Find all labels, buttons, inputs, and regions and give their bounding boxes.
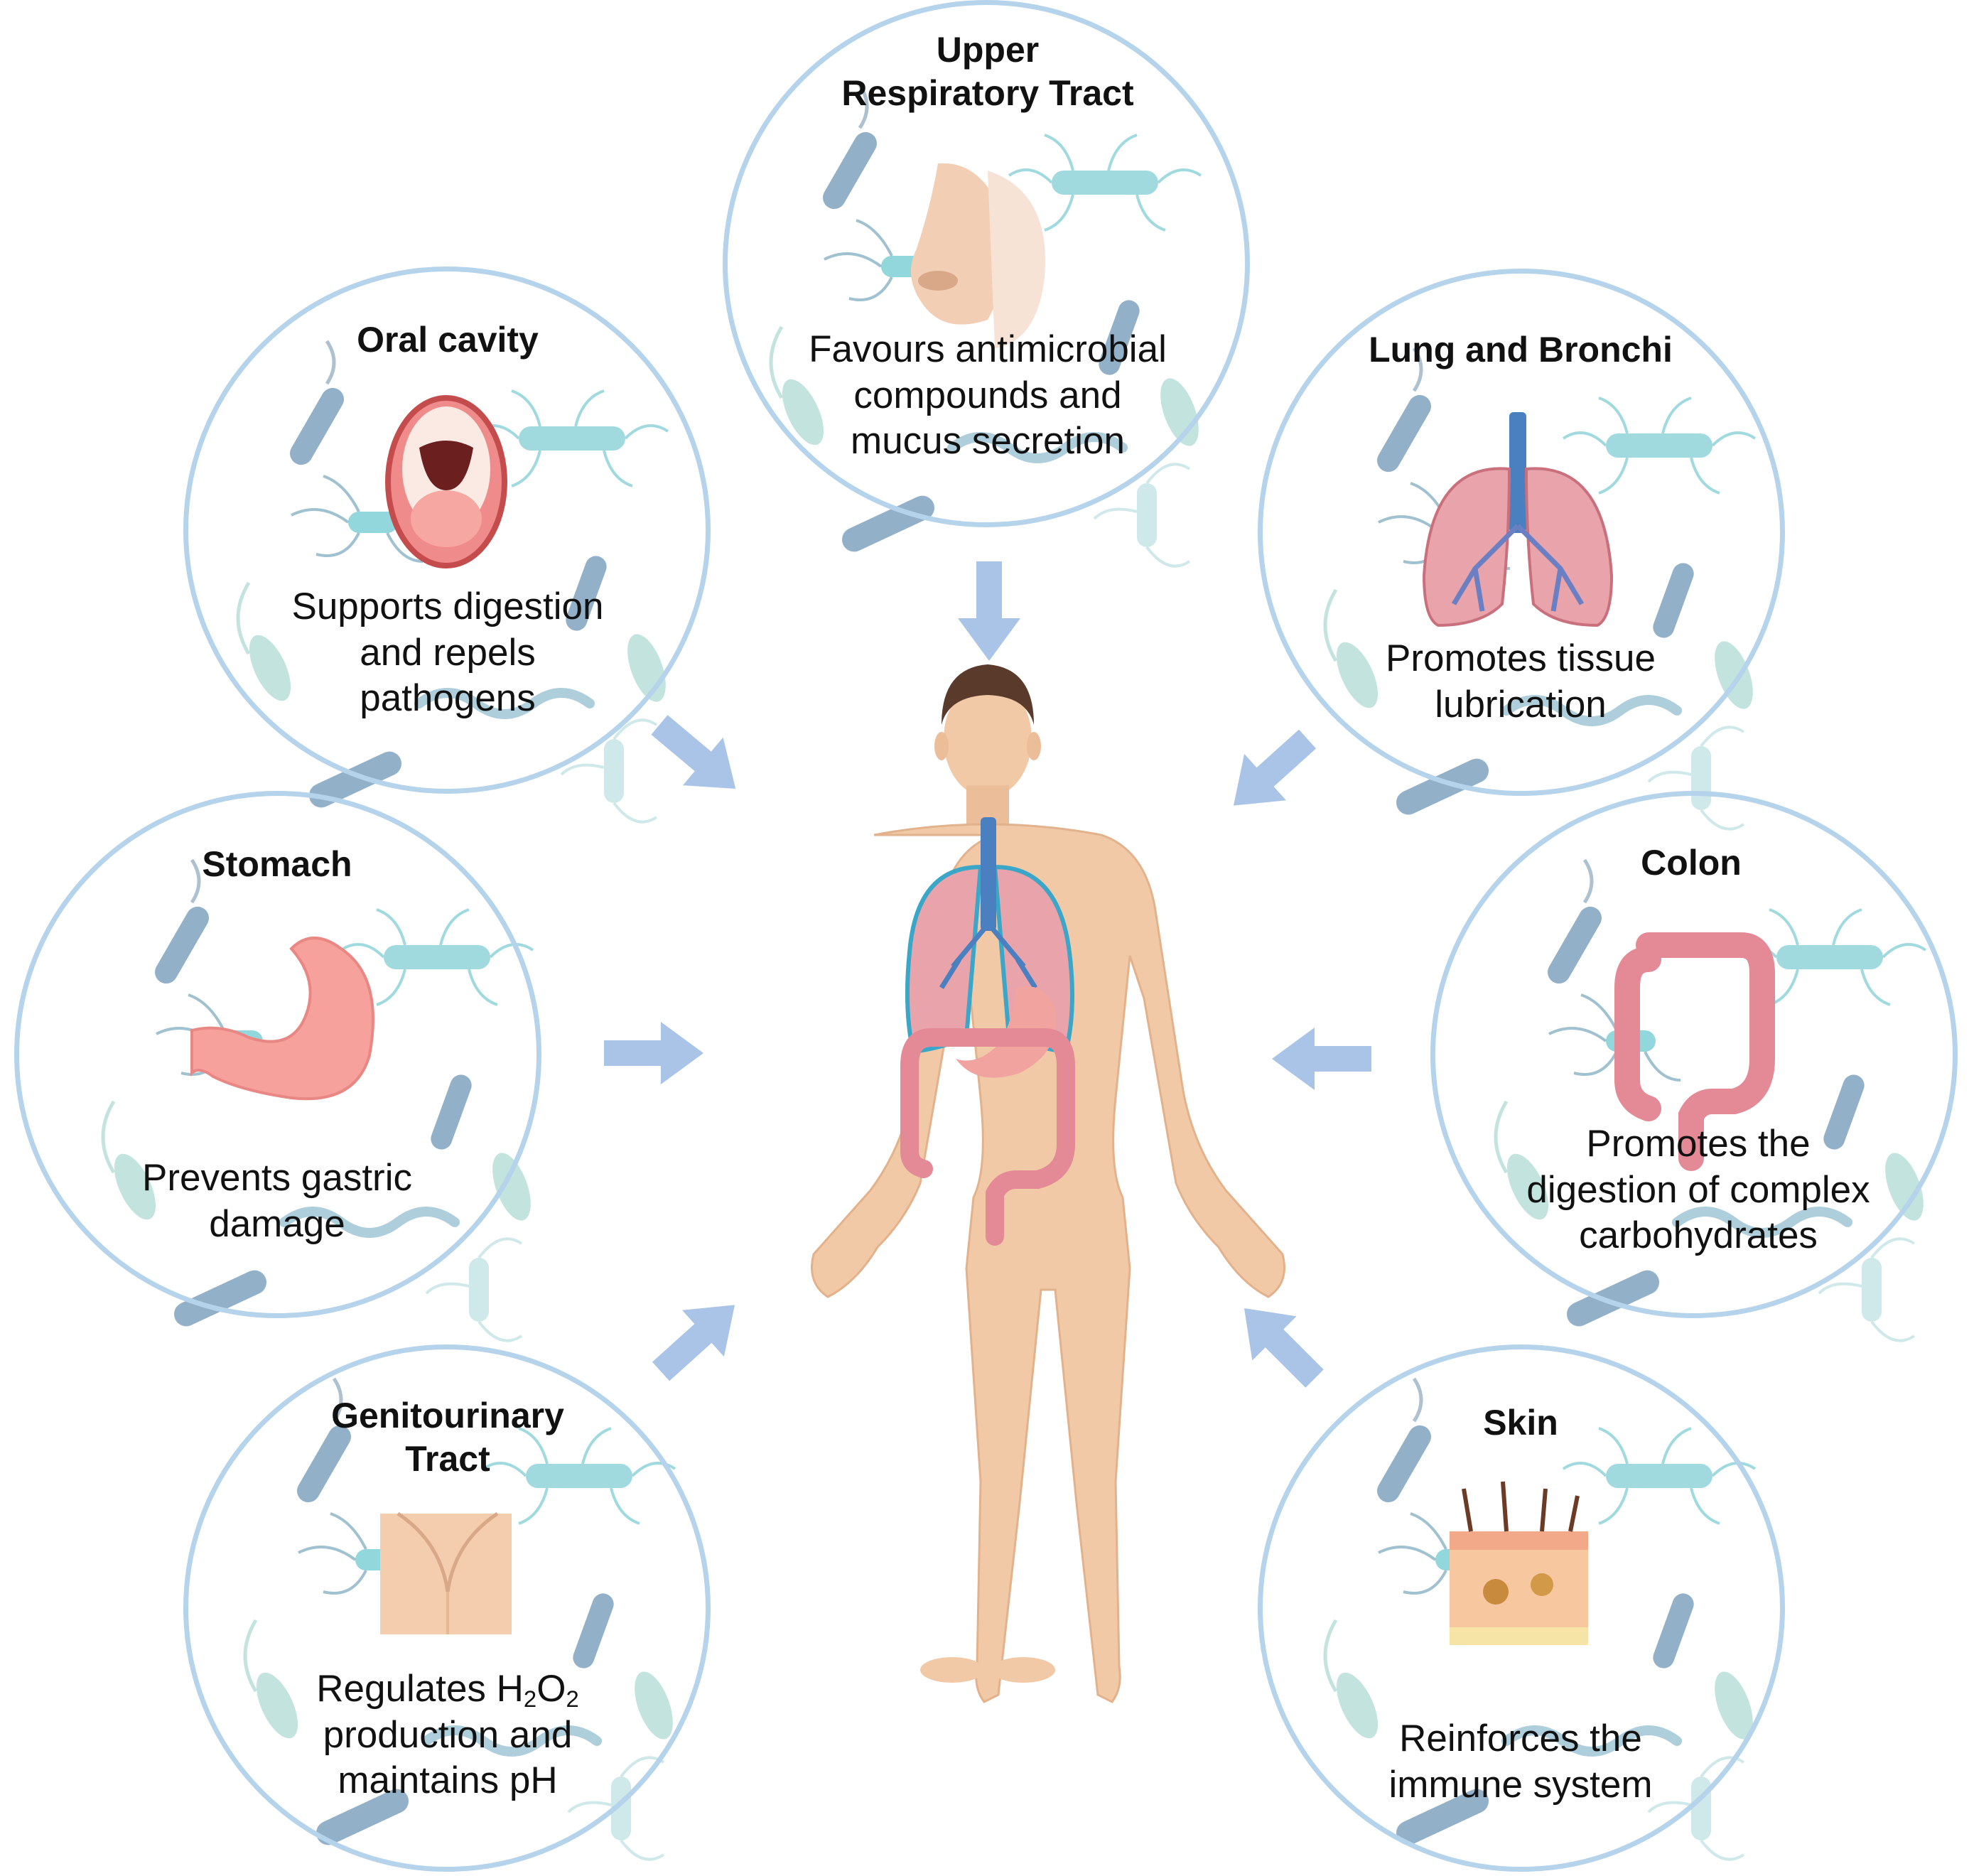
arrow-from-upper-respiratory [958, 561, 1020, 661]
arrow-from-skin [1221, 1285, 1337, 1401]
h2o2-line: Regulates H2O2 [316, 1668, 579, 1713]
arrow-from-stomach [604, 1022, 703, 1084]
skin-circle [1258, 1344, 1785, 1872]
human-body-icon [811, 664, 1285, 1703]
stomach-circle [14, 791, 541, 1318]
lung-bronchi-circle [1258, 269, 1785, 796]
upper-respiratory-circle [723, 0, 1250, 527]
arrow-from-colon [1272, 1028, 1371, 1090]
arrow-from-genitourinary [640, 1281, 756, 1395]
stomach-title: Stomach [202, 844, 352, 884]
oral-cavity-title: Oral cavity [357, 320, 539, 360]
lung-bronchi-title: Lung and Bronchi [1369, 330, 1673, 370]
skin-title: Skin [1483, 1403, 1558, 1443]
genitourinary-function: Regulates H2O2 production and maintains … [213, 1666, 682, 1804]
oral-cavity-function: Supports digestion and repels pathogens [291, 586, 604, 720]
skin-function: Reinforces the immune system [1388, 1718, 1653, 1806]
stomach-function: Prevents gastric damage [142, 1157, 412, 1245]
genitourinary-title: Genitourinary Tract [331, 1396, 564, 1479]
colon-function: Promotes the digestion of complex carboh… [1526, 1123, 1870, 1257]
colon-circle [1430, 791, 1958, 1318]
colon-title: Colon [1641, 843, 1742, 883]
upper-respiratory-title: Upper Respiratory Tract [841, 30, 1134, 113]
genitourinary-circle [183, 1344, 711, 1872]
arrow-from-lung-bronchi [1212, 716, 1329, 829]
oral-cavity-circle [183, 266, 711, 794]
upper-respiratory-function: Favours antimicrobial compounds and mucu… [809, 328, 1167, 463]
lung-bronchi-function: Promotes tissue lubrication [1386, 637, 1656, 726]
